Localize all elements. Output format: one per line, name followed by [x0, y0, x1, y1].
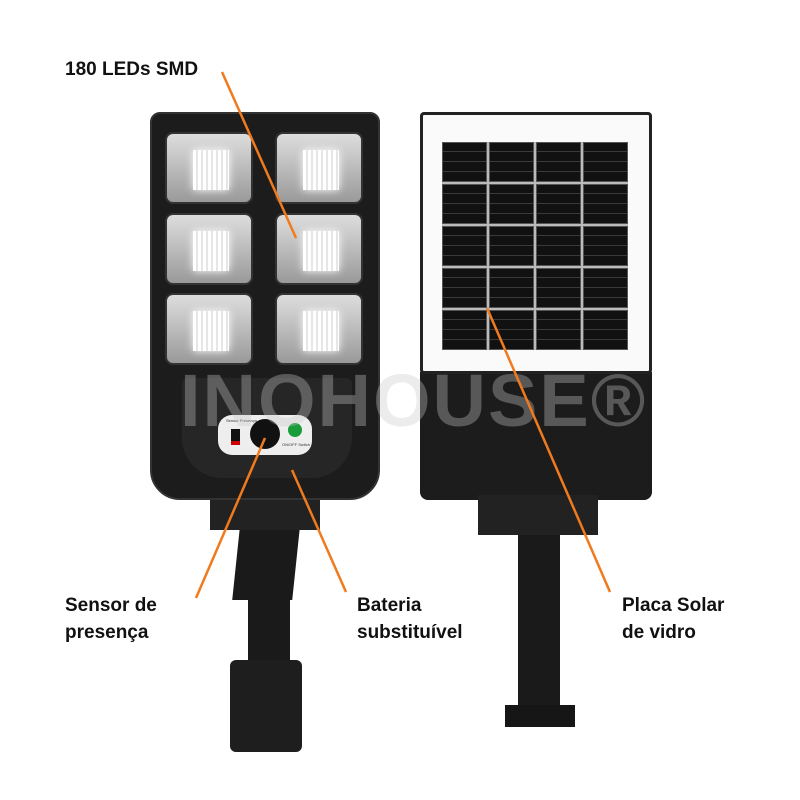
label-line: de vidro [622, 622, 696, 643]
solar-cell [442, 226, 487, 266]
solar-cell [583, 268, 628, 308]
label-battery: Bateria substituível [357, 592, 463, 646]
led-module [165, 213, 253, 285]
solar-cell [489, 142, 534, 182]
lamp-arm-lower [248, 590, 290, 670]
solar-cell [536, 310, 581, 350]
power-switch-icon[interactable] [288, 423, 302, 437]
back-housing [420, 372, 652, 500]
led-module [275, 293, 363, 365]
solar-cell [442, 310, 487, 350]
solar-cell [442, 268, 487, 308]
callout-line-battery [290, 469, 348, 593]
callout-line-leds [220, 71, 298, 239]
solar-cell [442, 184, 487, 224]
solar-cell [489, 226, 534, 266]
sensor-label: Sensor Presença [226, 418, 257, 423]
label-sensor: Sensor de presença [65, 592, 157, 646]
solar-cell [489, 268, 534, 308]
solar-cell [442, 142, 487, 182]
solar-cell [583, 226, 628, 266]
led-module [165, 293, 253, 365]
solar-cell [489, 184, 534, 224]
solar-cell [536, 268, 581, 308]
label-line: Sensor de [65, 595, 157, 616]
label-line: substituível [357, 622, 463, 643]
switch-label: ON/OFF Switch [282, 442, 311, 447]
solar-cell [536, 142, 581, 182]
solar-panel: (function(){const p=document.currentScri… [442, 142, 628, 350]
solar-cell [583, 310, 628, 350]
solar-cell [583, 142, 628, 182]
solar-cell [583, 184, 628, 224]
sensor-panel: Sensor Presença ON/OFF Switch [218, 415, 312, 455]
label-leds: 180 LEDs SMD [65, 59, 199, 80]
label-line: Bateria [357, 595, 422, 616]
callout-line-sensor [194, 437, 267, 599]
callout-line-panel [485, 307, 612, 593]
indicator-icon [231, 429, 240, 445]
led-module [275, 132, 363, 204]
wall-bracket [230, 660, 302, 752]
label-line: Placa Solar [622, 595, 725, 616]
watermark: INOHOUSE® [180, 359, 648, 442]
solar-cell [536, 184, 581, 224]
solar-cell [536, 226, 581, 266]
pir-sensor-icon [250, 419, 280, 449]
lamp-base [505, 705, 575, 727]
label-panel: Placa Solar de vidro [622, 592, 724, 646]
led-module [165, 132, 253, 204]
label-line: presença [65, 622, 149, 643]
